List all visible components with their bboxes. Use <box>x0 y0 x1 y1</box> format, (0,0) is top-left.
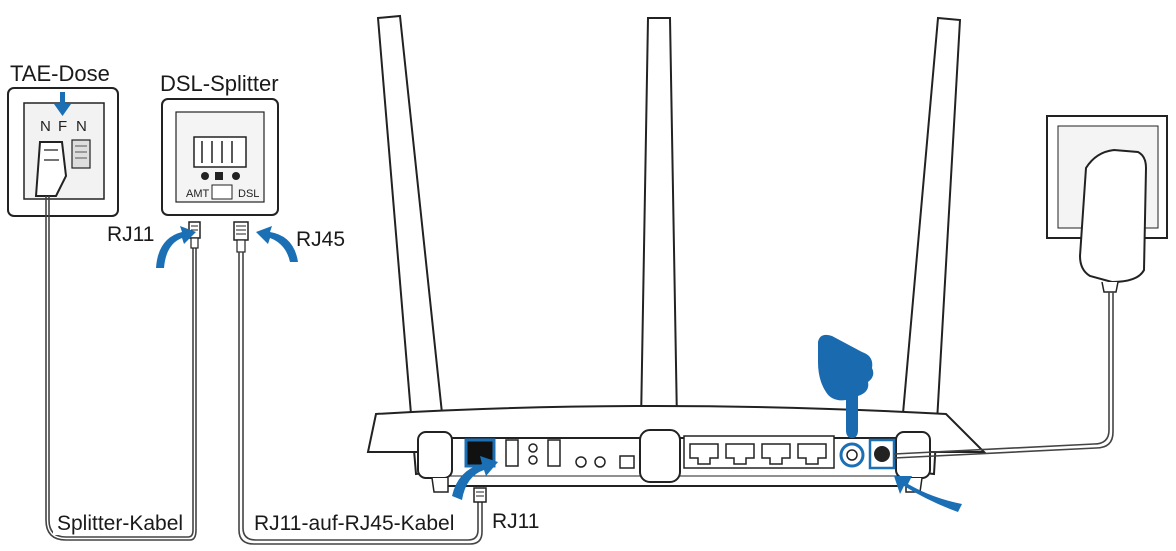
dsl-splitter-label: DSL-Splitter <box>160 71 279 96</box>
arrow-down-icon <box>54 92 71 116</box>
curved-arrow-icon <box>894 476 962 512</box>
splitter-amt-label: AMT <box>186 188 210 200</box>
rj11-rj45-kabel-label: RJ11-auf-RJ45-Kabel <box>254 512 454 535</box>
splitter-dsl-label: DSL <box>238 188 259 200</box>
antenna-right <box>896 16 962 476</box>
tae-dose-label: TAE-Dose <box>10 61 110 86</box>
dsl-splitter: DSL-Splitter AMT DSL <box>160 71 279 216</box>
rj11-bottom-label: RJ11 <box>492 510 539 533</box>
tae-n-left: N <box>40 118 51 135</box>
pointing-hand-icon <box>818 334 874 438</box>
curved-arrow-icon <box>452 456 498 500</box>
power-button <box>839 442 865 468</box>
tae-f: F <box>58 118 67 135</box>
rj11-plug-router <box>473 487 487 503</box>
rj11-left-label: RJ11 <box>107 223 154 246</box>
antenna-left <box>376 14 450 476</box>
tae-n-right: N <box>76 118 87 135</box>
power-adapter-icon <box>1046 115 1168 293</box>
rj45-label: RJ45 <box>296 228 345 251</box>
rj45-plug <box>233 221 249 253</box>
curved-arrow-icon <box>156 226 196 268</box>
tae-dose: TAE-Dose N F N <box>7 61 197 541</box>
router <box>366 14 987 493</box>
curved-arrow-icon <box>256 226 298 262</box>
splitter-kabel-label: Splitter-Kabel <box>57 512 183 535</box>
